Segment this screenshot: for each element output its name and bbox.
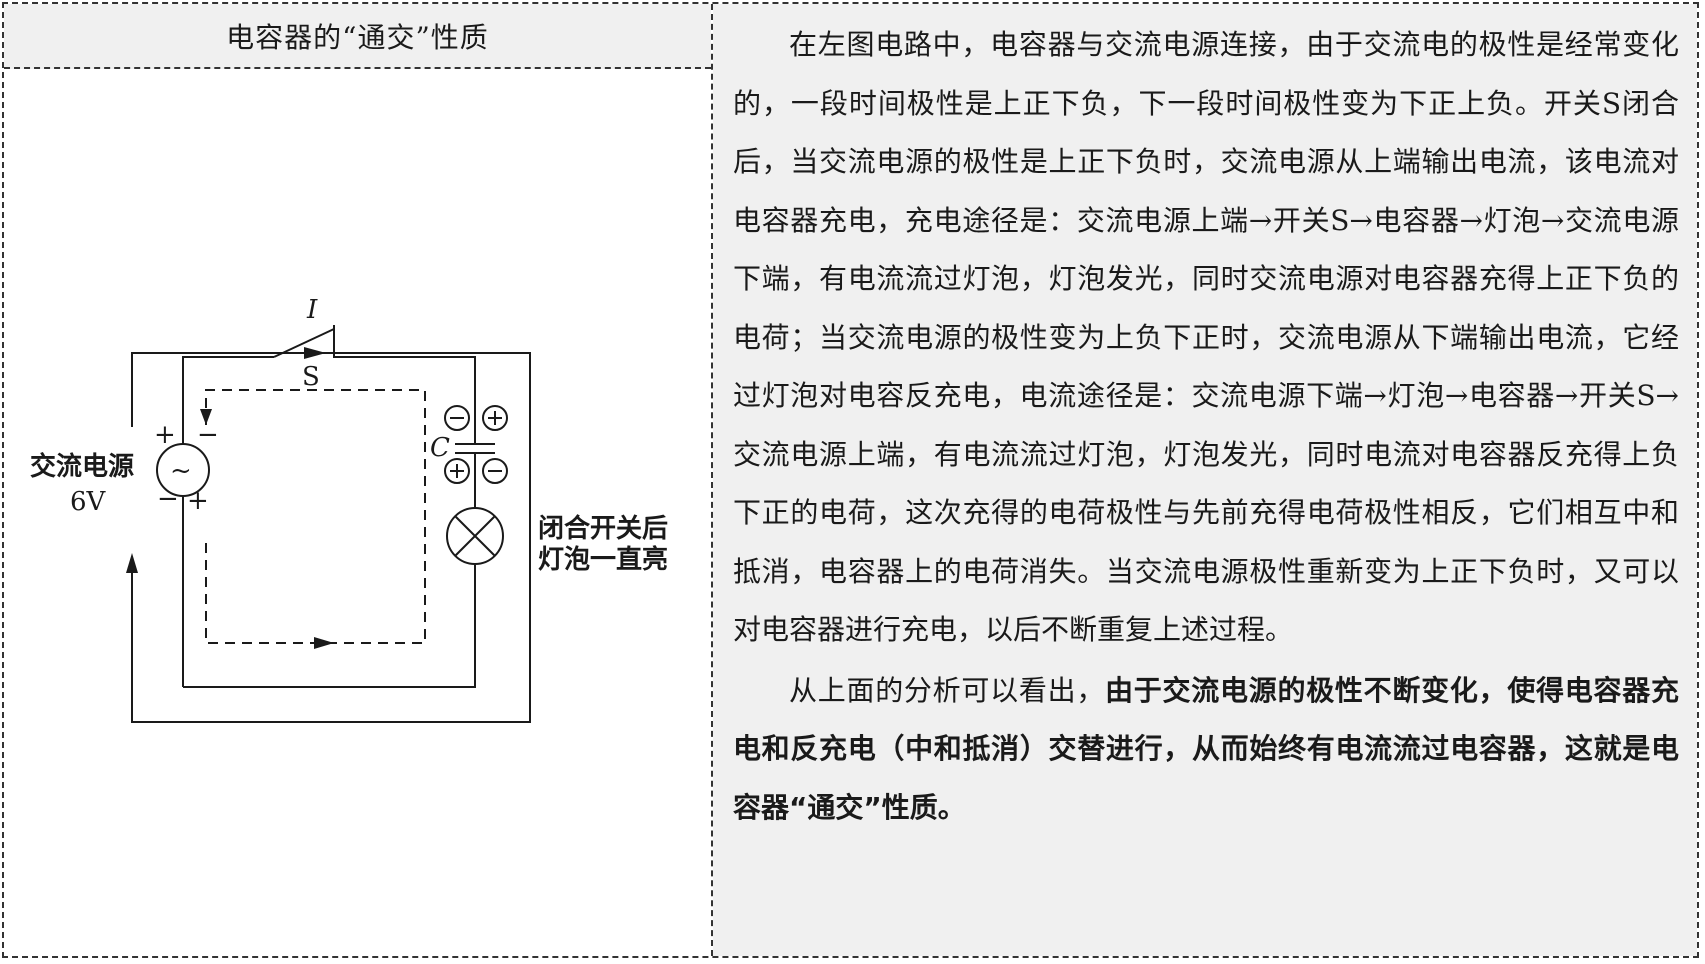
minus-charge-bottom (482, 458, 508, 484)
source-voltage-label: 6V (70, 487, 107, 517)
ac-source-symbol (156, 443, 210, 497)
plus-charge-bottom (444, 458, 470, 484)
circuit-wire-top-left (182, 356, 274, 444)
conclusion-paragraph: 从上面的分析可以看出，由于交流电源的极性不断变化，使得电容器充电和反充电（中和抵… (733, 662, 1679, 838)
capacitor-label: C (430, 433, 450, 463)
ac-source-tilde: ~ (170, 456, 192, 486)
lamp-note-line2: 灯泡一直亮 (538, 544, 668, 575)
arrow-current-top (304, 347, 326, 359)
right-panel: 在左图电路中，电容器与交流电源连接，由于交流电的极性是经常变化的，一段时间极性是… (713, 4, 1697, 956)
panel-divider (711, 4, 713, 956)
source-top-plus: + (154, 420, 176, 450)
panel-title: 电容器的“通交”性质 (4, 4, 711, 69)
lamp-note-line1: 闭合开关后 (538, 513, 668, 544)
circuit-wire-bottom (183, 565, 476, 688)
conclusion-emphasis: 由于交流电源的极性不断变化，使得电容器充电和反充电（中和抵消）交替进行，从而始终… (733, 673, 1679, 824)
minus-charge-top (444, 405, 470, 431)
explanation-paragraph: 在左图电路中，电容器与交流电源连接，由于交流电的极性是经常变化的，一段时间极性是… (733, 28, 1679, 646)
outer-current-loop (131, 352, 531, 723)
arrow-dashed-bottom (314, 637, 334, 649)
source-bottom-minus: − (157, 484, 179, 514)
conclusion-intro: 从上面的分析可以看出， (789, 673, 1106, 707)
dashed-current-path (205, 389, 426, 644)
source-top-minus: − (197, 420, 219, 450)
plus-charge-top (482, 405, 508, 431)
current-label: I (306, 295, 318, 325)
source-name-label: 交流电源 (30, 451, 134, 482)
circuit-wire-top-right (333, 325, 476, 403)
switch-label: S (302, 362, 320, 392)
circuit-diagram: I S C ~ + − − + 交流电源 6V 闭合开关后 灯泡一直亮 (30, 295, 668, 723)
left-panel: 电容器的“通交”性质 (4, 4, 711, 956)
switch-blade (273, 328, 335, 358)
lamp-symbol (446, 507, 504, 565)
source-bottom-plus: + (187, 486, 209, 516)
arrow-dashed-down (200, 409, 212, 425)
arrow-outer-left-up (126, 553, 138, 573)
lamp-cross-b (454, 515, 496, 557)
